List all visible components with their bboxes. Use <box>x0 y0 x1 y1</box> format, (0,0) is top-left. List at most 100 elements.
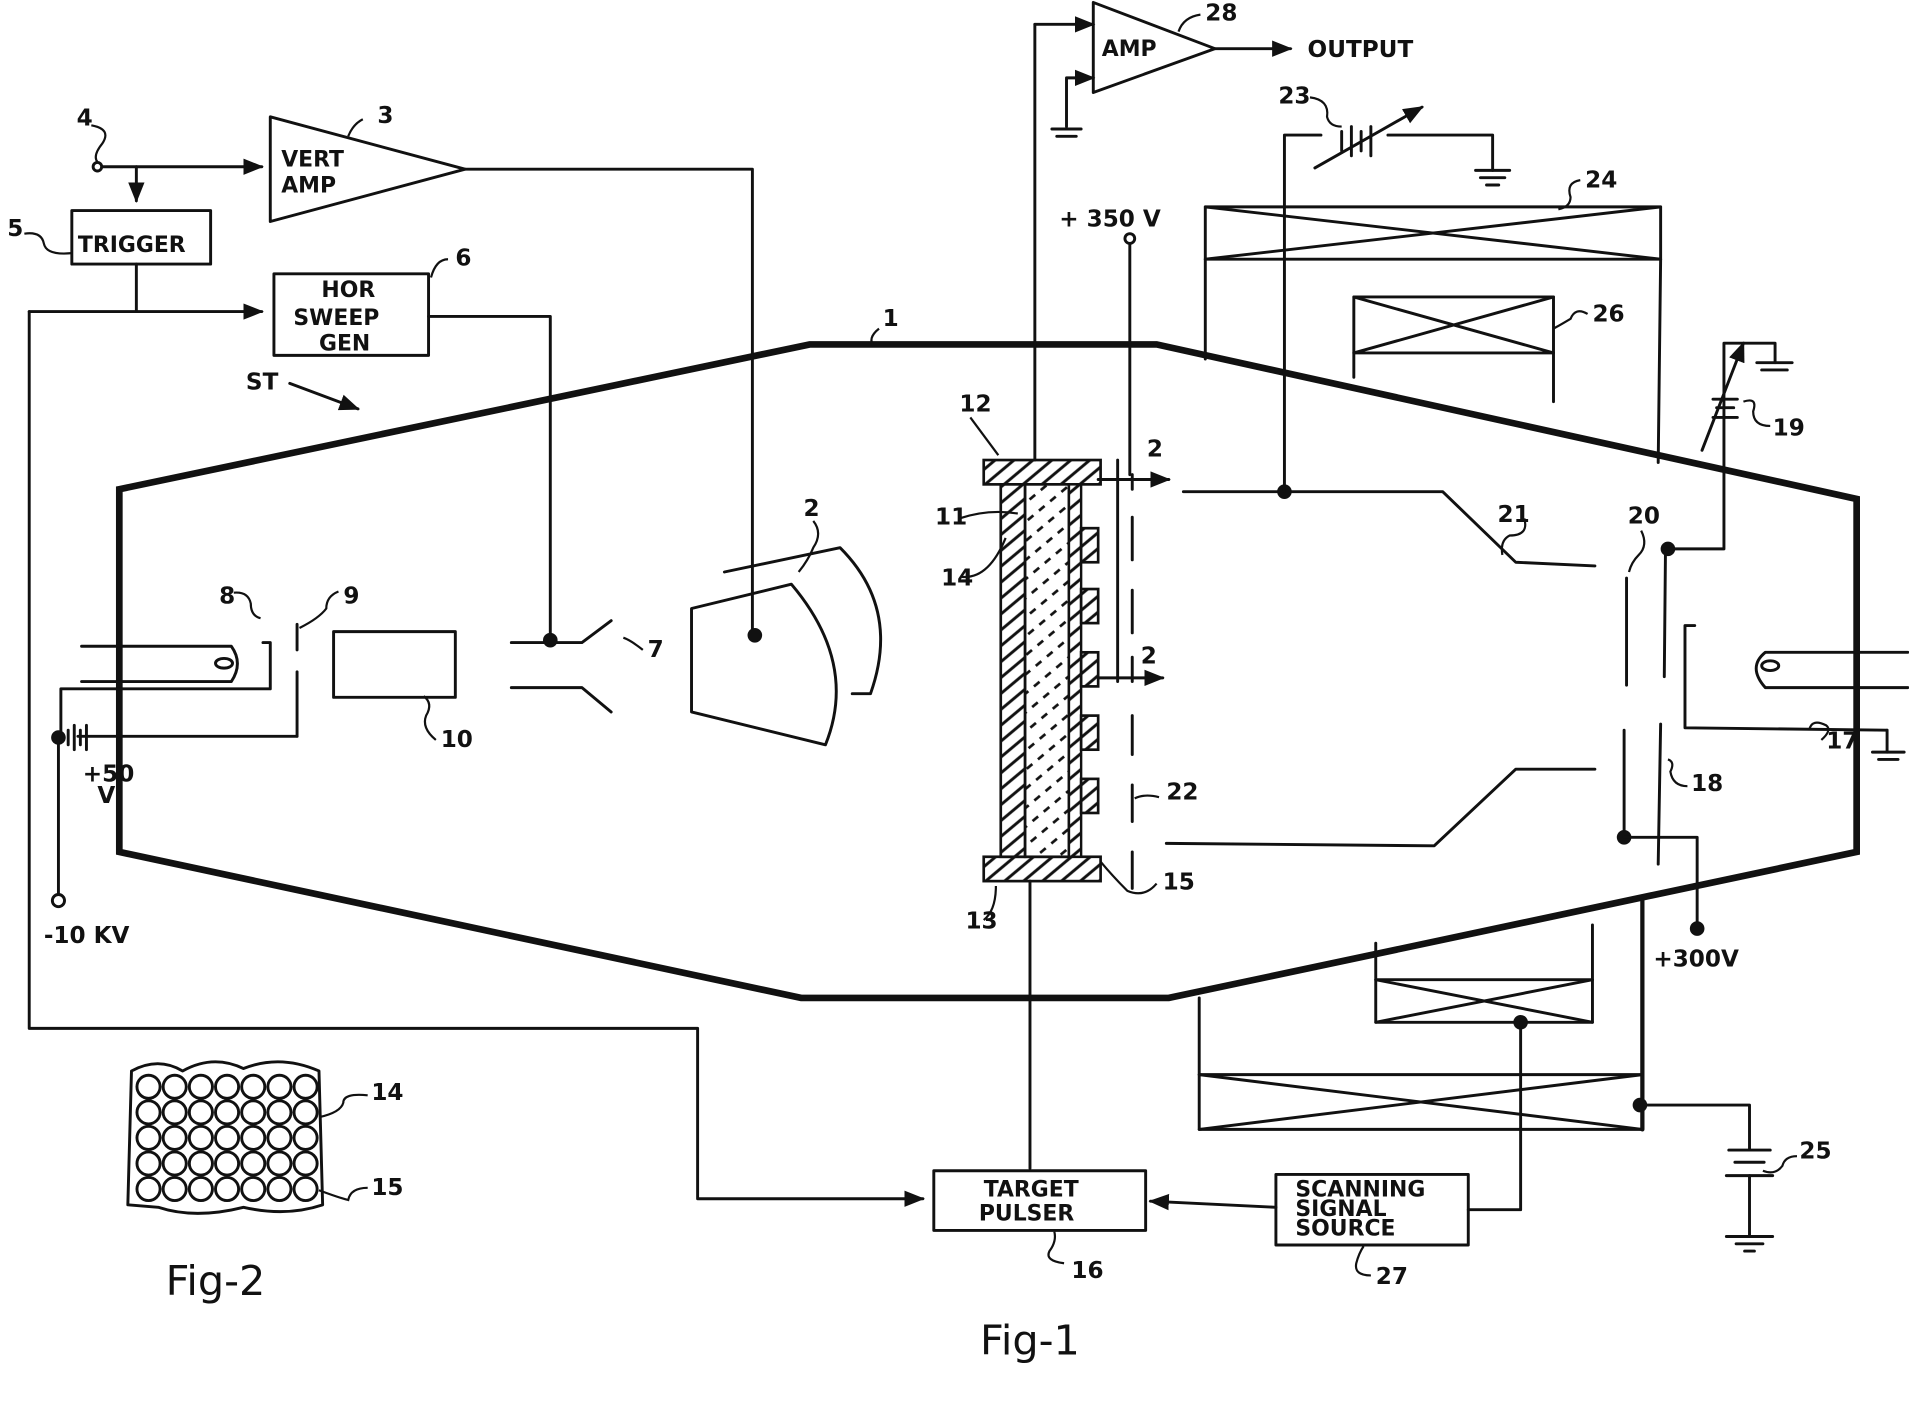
mesh-cell <box>240 1150 267 1177</box>
electrode-18 <box>1656 341 1794 866</box>
tube-envelope <box>115 341 1860 1002</box>
hor-label-1: HOR <box>321 278 375 303</box>
mesh-cell <box>214 1124 241 1151</box>
mesh-cell <box>240 1124 267 1151</box>
mesh-cell <box>135 1073 162 1100</box>
reference-numerals: 1 2 2 2 3 4 5 6 7 8 9 10 11 12 13 14 15 … <box>7 1 1858 1290</box>
mesh-cell <box>292 1176 319 1203</box>
ref-1: 1 <box>883 306 899 332</box>
mesh-cell <box>292 1073 319 1100</box>
mesh-cell <box>161 1073 188 1100</box>
ref-28: 28 <box>1205 1 1237 27</box>
ref-16: 16 <box>1071 1258 1103 1284</box>
target-pulser-block: TARGET PULSER <box>932 1169 1148 1232</box>
mesh-cell <box>161 1150 188 1177</box>
mesh-cell <box>187 1099 214 1126</box>
mesh-cell <box>266 1176 293 1203</box>
mesh-cell <box>161 1099 188 1126</box>
mesh-cell <box>240 1073 267 1100</box>
mesh-cell <box>266 1124 293 1151</box>
ref-14-fig2: 14 <box>371 1080 403 1106</box>
scanning-signal-source-block: SCANNING SIGNAL SOURCE <box>1274 1172 1470 1247</box>
v350-label: + 350 V <box>1059 206 1161 232</box>
sss-label-2: SIGNAL <box>1295 1197 1386 1222</box>
v300-label: +300V <box>1653 946 1739 972</box>
ref-26: 26 <box>1592 301 1624 327</box>
battery-25 <box>1638 1103 1775 1253</box>
ref-12: 12 <box>959 391 991 417</box>
output-amp-28: AMP <box>1050 0 1293 138</box>
v50-label-2: V <box>97 783 115 809</box>
cathode-filament-8 <box>59 641 272 739</box>
vert-amp: VERT AMP <box>268 115 467 223</box>
vert-amp-label-2: AMP <box>281 173 336 198</box>
ref-9: 9 <box>343 584 359 610</box>
mesh-cell <box>161 1124 188 1151</box>
leader-lines <box>24 13 1830 1277</box>
mesh-cell <box>292 1150 319 1177</box>
grid-9 <box>76 622 299 738</box>
output-label: OUTPUT <box>1308 37 1414 63</box>
trigger-block: TRIGGER <box>70 209 213 266</box>
pulser-label-2: PULSER <box>979 1202 1075 1227</box>
input-terminal <box>91 158 264 203</box>
hor-label-3: GEN <box>319 332 370 357</box>
electrode-20 <box>1616 576 1705 936</box>
ref-3: 3 <box>377 103 393 129</box>
mesh-cell <box>187 1073 214 1100</box>
ref-15: 15 <box>1163 870 1195 896</box>
anode-10 <box>332 630 457 699</box>
ref-4: 4 <box>77 105 93 131</box>
ref-24: 24 <box>1585 167 1617 193</box>
ref-2c: 2 <box>1141 643 1157 669</box>
mesh-cell <box>266 1099 293 1126</box>
storage-target <box>982 458 1102 883</box>
bias-battery <box>50 723 88 909</box>
deflection-coil-26 <box>1352 295 1555 404</box>
hor-label-2: SWEEP <box>293 306 379 331</box>
mesh-cell <box>135 1099 162 1126</box>
mesh-cell <box>266 1073 293 1100</box>
mesh-cell <box>187 1176 214 1203</box>
mesh-cell <box>240 1176 267 1203</box>
electrode-21-bottom <box>1164 767 1597 848</box>
ref-20: 20 <box>1628 503 1660 529</box>
ref-25: 25 <box>1799 1139 1831 1165</box>
focus-coil-bottom <box>1197 898 1648 1132</box>
ref-18: 18 <box>1691 771 1723 797</box>
ref-27: 27 <box>1376 1264 1408 1290</box>
amp-label: AMP <box>1102 37 1157 62</box>
ref-22: 22 <box>1166 780 1198 806</box>
mesh-cell <box>240 1099 267 1126</box>
mesh-cell <box>214 1099 241 1126</box>
electrode-21-top <box>1181 490 1597 568</box>
ref-2a: 2 <box>804 496 820 522</box>
mesh-cell <box>187 1124 214 1151</box>
read-cathode-17 <box>1683 624 1909 761</box>
ref-13: 13 <box>965 909 997 935</box>
ref-15-fig2: 15 <box>371 1175 403 1201</box>
sss-label-1: SCANNING <box>1295 1177 1425 1202</box>
variable-battery-19 <box>1700 341 1745 452</box>
ref-5: 5 <box>7 216 23 242</box>
hor-sweep-gen-block: HOR SWEEP GEN <box>272 272 431 357</box>
fig1-caption: Fig-1 <box>980 1317 1080 1365</box>
pulser-label-1: TARGET <box>984 1177 1079 1202</box>
ref-17: 17 <box>1826 728 1858 754</box>
mesh-cell <box>135 1150 162 1177</box>
ref-6: 6 <box>455 245 471 271</box>
mesh-cell <box>187 1150 214 1177</box>
ref-19: 19 <box>1773 416 1805 442</box>
mesh-cell <box>292 1099 319 1126</box>
st-label: ST <box>246 369 279 395</box>
mesh-cell <box>266 1150 293 1177</box>
ref-10: 10 <box>441 727 473 753</box>
horizontal-deflection-plates-7 <box>509 619 613 714</box>
trigger-label: TRIGGER <box>78 233 186 258</box>
focus-coil-24 <box>1203 205 1663 464</box>
v50-label-1: +50 <box>83 761 135 787</box>
fig2-caption: Fig-2 <box>166 1257 266 1305</box>
neg10kv-label: -10 KV <box>44 923 130 949</box>
